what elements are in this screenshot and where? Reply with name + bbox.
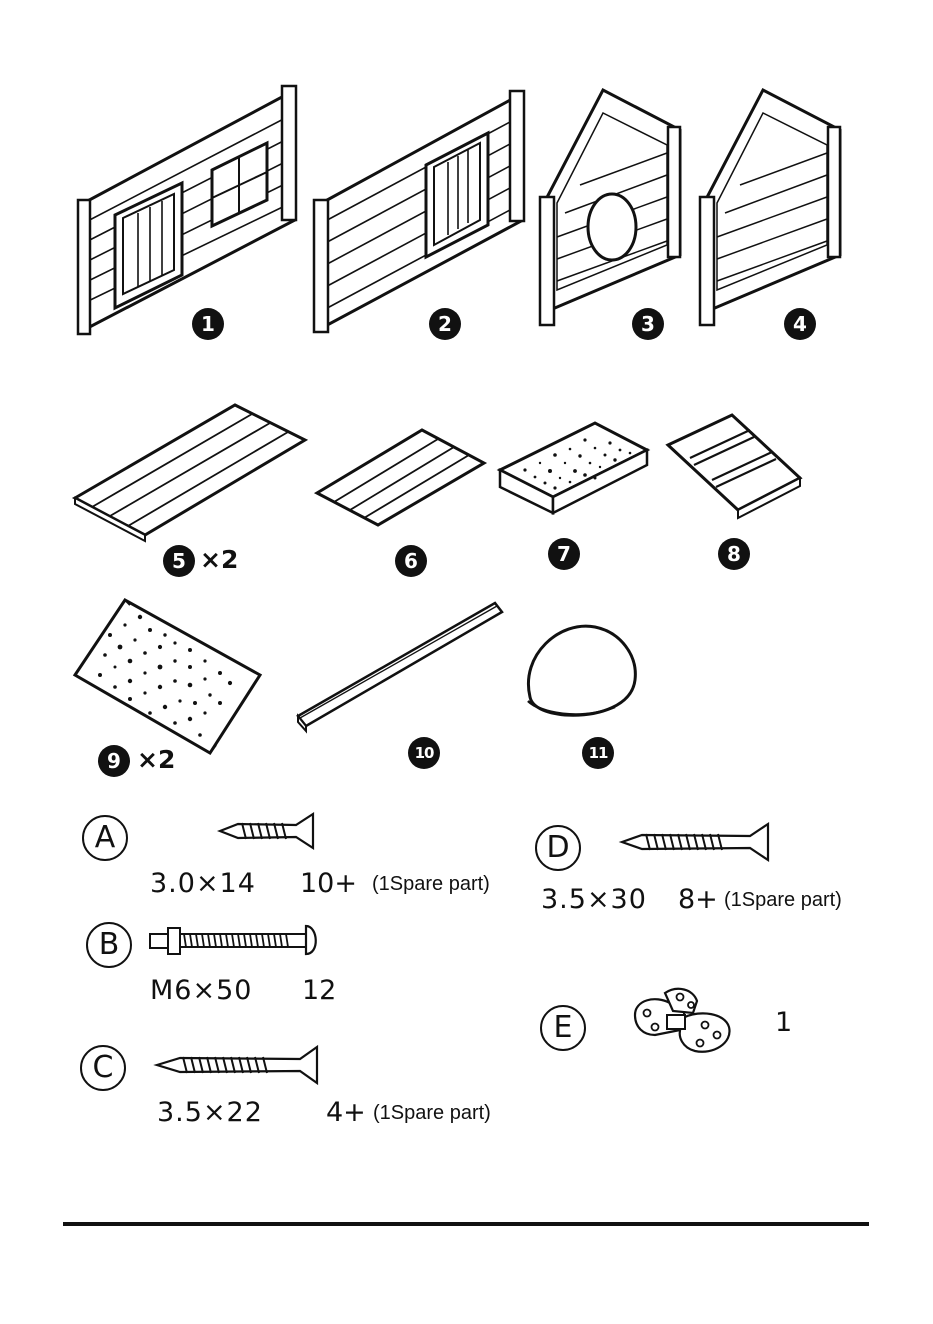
part-number-badge: 2: [429, 308, 461, 340]
screw-c-icon: [155, 1045, 325, 1087]
part-number-badge: 1: [192, 308, 224, 340]
part-quantity: ×2: [200, 545, 238, 574]
bolt-b-icon: [148, 922, 323, 958]
part-number-badge: 5: [163, 545, 195, 577]
part-number-badge: 11: [582, 737, 614, 769]
part-9-illustration: [70, 595, 270, 760]
part-number-badge: 7: [548, 538, 580, 570]
part-number-badge: 3: [632, 308, 664, 340]
screw-d-icon: [620, 822, 775, 864]
part-4-illustration: [695, 85, 845, 335]
part-2-illustration: [308, 85, 538, 340]
part-quantity: ×2: [137, 745, 175, 774]
hook-latch-e-icon: [625, 985, 735, 1060]
part-7-illustration: [495, 415, 655, 520]
hardware-letter-a: A: [82, 815, 128, 861]
hardware-size: 3.5×30: [541, 884, 647, 915]
hardware-letter-e: E: [540, 1005, 586, 1051]
part-10-illustration: [290, 598, 510, 733]
hardware-letter-c: C: [80, 1045, 126, 1091]
hardware-count: 12: [302, 975, 336, 1006]
hardware-letter-d: D: [535, 825, 581, 871]
part-1-illustration: [70, 80, 310, 340]
spare-part-note: (1Spare part): [372, 873, 490, 896]
hardware-size: M6×50: [150, 975, 252, 1006]
part-number-badge: 6: [395, 545, 427, 577]
spare-part-note: (1Spare part): [373, 1102, 491, 1125]
hardware-size: 3.5×22: [157, 1097, 263, 1128]
part-number-badge: 4: [784, 308, 816, 340]
hardware-count: 10+: [300, 868, 357, 899]
hardware-count: 8+: [678, 884, 718, 915]
hardware-letter-b: B: [86, 922, 132, 968]
part-6-illustration: [312, 425, 492, 530]
hardware-size: 3.0×14: [150, 868, 256, 899]
part-3-illustration: [535, 85, 685, 335]
screw-a-icon: [218, 812, 318, 852]
hardware-count: 4+: [326, 1097, 366, 1128]
part-8-illustration: [660, 410, 810, 525]
spare-part-note: (1Spare part): [724, 889, 842, 912]
part-number-badge: 9: [98, 745, 130, 777]
footer-divider: [63, 1222, 869, 1226]
part-number-badge: 10: [408, 737, 440, 769]
part-number-badge: 8: [718, 538, 750, 570]
part-11-illustration: [520, 615, 645, 725]
hardware-count: 1: [775, 1007, 792, 1038]
part-5-illustration: [70, 400, 315, 545]
